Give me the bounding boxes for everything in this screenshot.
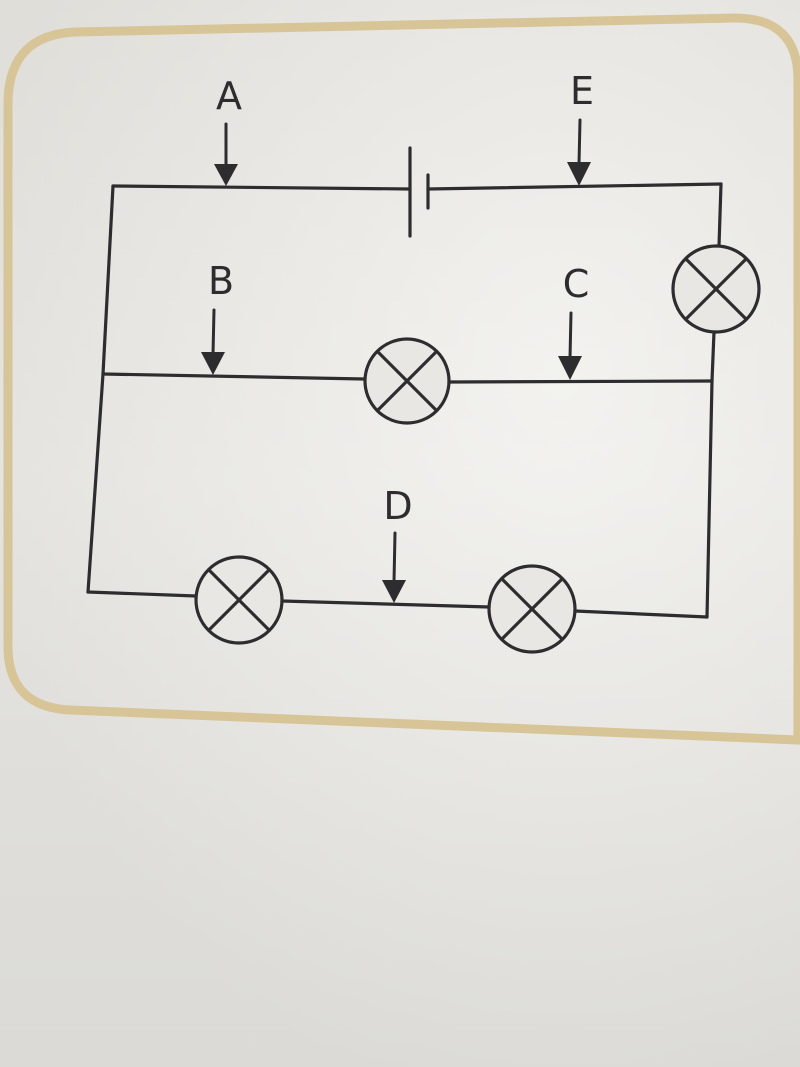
wire-middle-right xyxy=(447,379,714,384)
lamp-bottom-right xyxy=(487,564,577,654)
wire-top-right xyxy=(426,182,723,191)
wire-left xyxy=(86,184,115,594)
wire-bottom-middle xyxy=(280,599,491,609)
lamp-bottom-left xyxy=(194,555,284,645)
label-d: D xyxy=(383,484,412,528)
wire-bottom-right xyxy=(573,609,709,619)
wire-right-upper xyxy=(717,182,723,248)
wire-bottom-left xyxy=(86,590,198,598)
battery-cell xyxy=(408,146,430,238)
arrow-b xyxy=(201,308,225,375)
label-c: C xyxy=(563,262,590,306)
arrow-e xyxy=(567,118,591,186)
arrow-d xyxy=(382,531,406,603)
lamp-top-right xyxy=(671,244,761,334)
label-b: B xyxy=(208,259,234,303)
arrow-c xyxy=(558,311,582,380)
wire-middle-left xyxy=(101,372,366,381)
wire-top-left xyxy=(111,184,412,191)
card-frame xyxy=(3,13,800,745)
arrow-a xyxy=(214,122,238,186)
wire-right-lower xyxy=(705,330,716,619)
label-e: E xyxy=(570,69,594,113)
label-a: A xyxy=(216,74,242,118)
lamp-middle xyxy=(363,337,451,425)
